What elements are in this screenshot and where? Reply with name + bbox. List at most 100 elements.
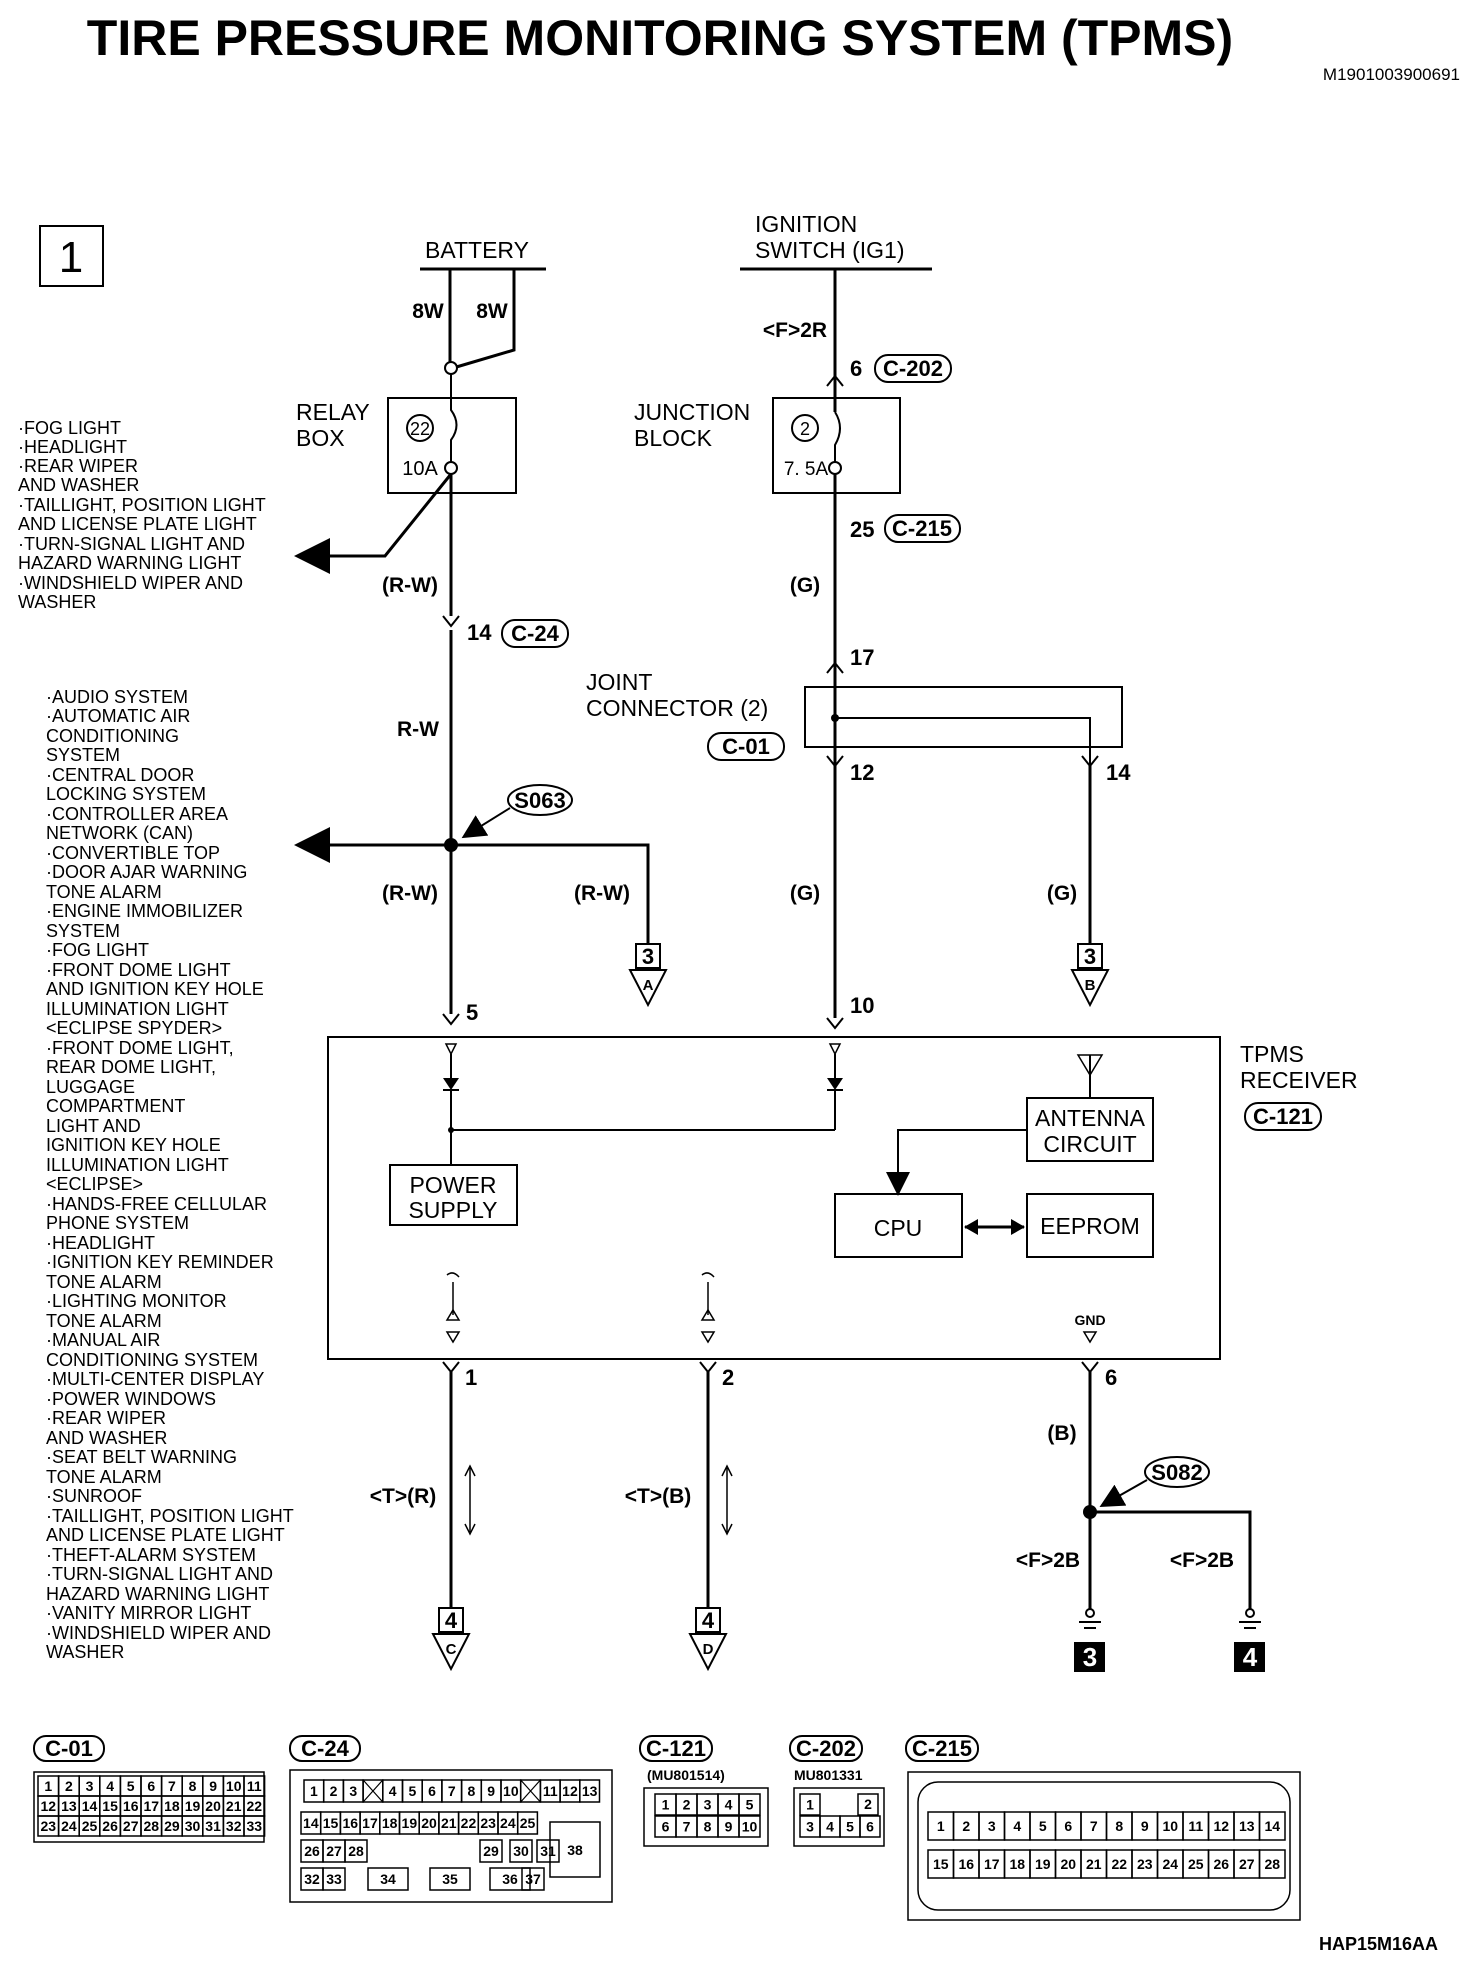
antenna-label-1: ANTENNA <box>1035 1105 1146 1131</box>
ref-a-letter: A <box>643 977 654 994</box>
svg-text:·CONTROLLER AREA: ·CONTROLLER AREA <box>46 804 228 824</box>
battery-wire-b-label: 8W <box>476 300 508 323</box>
terminal-icon <box>444 1043 458 1056</box>
wire-rw-label-2: (R-W) <box>382 882 438 905</box>
c01-pin: 27 <box>123 1818 139 1834</box>
power-supply-label-2: SUPPLY <box>408 1197 497 1223</box>
c121-pin: 1 <box>662 1797 670 1813</box>
svg-text:·HEADLIGHT: ·HEADLIGHT <box>18 437 127 457</box>
svg-text:COMPARTMENT: COMPARTMENT <box>46 1096 185 1116</box>
ref-b-box <box>1077 943 1103 969</box>
c121-pin: 3 <box>704 1797 712 1813</box>
ref-c-box <box>438 1607 464 1633</box>
c121-name: C-121 <box>646 1736 706 1761</box>
c202-name: C-202 <box>796 1736 856 1761</box>
c24-pin: 28 <box>348 1843 364 1859</box>
splice-s082: S082 <box>1151 1460 1202 1485</box>
c24-pin: 35 <box>442 1871 458 1887</box>
c01-pin: 19 <box>185 1798 201 1814</box>
c24-pin: 9 <box>487 1783 495 1799</box>
relay-box-label-1: RELAY <box>296 399 370 425</box>
c215-pin: 18 <box>1009 1856 1025 1872</box>
c24-pin: 23 <box>480 1815 496 1831</box>
fuse-terminal-icon <box>828 461 842 475</box>
ground-terminal-icon <box>1085 1608 1095 1618</box>
c202-conn: C-202 <box>883 356 943 381</box>
ignition-route: <F>2R <box>763 319 827 342</box>
c121-part: (MU801514) <box>647 1767 725 1783</box>
svg-text:·POWER WINDOWS: ·POWER WINDOWS <box>46 1389 216 1409</box>
svg-text:·THEFT-ALARM SYSTEM: ·THEFT-ALARM SYSTEM <box>46 1545 256 1565</box>
c202-pin: 6 <box>866 1819 874 1835</box>
cpu-block <box>834 1193 963 1258</box>
c202-cell <box>799 1793 821 1816</box>
c01-pin: 14 <box>82 1798 98 1814</box>
svg-text:·REAR WIPER: ·REAR WIPER <box>46 1408 166 1428</box>
c121-pin: 9 <box>725 1819 733 1835</box>
wire-rw-label-3: (R-W) <box>574 882 630 905</box>
c121-pin: 2 <box>683 1797 691 1813</box>
svg-text:·AUTOMATIC AIR: ·AUTOMATIC AIR <box>46 706 190 726</box>
c121-pin: 6 <box>662 1819 670 1835</box>
c24-pin: 34 <box>380 1871 396 1887</box>
svg-text:AND IGNITION KEY HOLE: AND IGNITION KEY HOLE <box>46 979 264 999</box>
connector-pin-icon <box>826 374 844 387</box>
c24-pin: 15 <box>323 1815 339 1831</box>
c24-pin: 21 <box>441 1815 457 1831</box>
c24-pin: 17 <box>362 1815 378 1831</box>
c215-pin: 16 <box>958 1856 974 1872</box>
ground-3-number: 3 <box>1083 1642 1097 1672</box>
c01-pin: 10 <box>226 1778 242 1794</box>
tpms-receiver <box>327 1036 1221 1360</box>
svg-text:AND WASHER: AND WASHER <box>18 475 139 495</box>
svg-text:<ECLIPSE>: <ECLIPSE> <box>46 1174 143 1194</box>
svg-text:TONE ALARM: TONE ALARM <box>46 1467 162 1487</box>
c215-pin: 11 <box>1188 1818 1203 1834</box>
svg-text:<ECLIPSE SPYDER>: <ECLIPSE SPYDER> <box>46 1018 222 1038</box>
c24-pin: 16 <box>342 1815 358 1831</box>
ref-b-arrow-icon <box>1070 969 1110 1008</box>
svg-text:·SUNROOF: ·SUNROOF <box>46 1486 142 1506</box>
c215-pin: 23 <box>1137 1856 1153 1872</box>
c24-pin: 32 <box>304 1871 320 1887</box>
svg-text:AND WASHER: AND WASHER <box>46 1428 167 1448</box>
receiver-pin-power: 5 <box>466 1000 478 1025</box>
connector-pin-icon <box>442 615 460 628</box>
c01-pin: 22 <box>247 1798 263 1814</box>
s063-branch-right <box>451 843 650 944</box>
tilde-icon <box>701 1272 715 1278</box>
c01-pin: 21 <box>226 1798 242 1814</box>
c202-pin: 5 <box>846 1819 854 1835</box>
c215-pin: 8 <box>1115 1818 1123 1834</box>
ref-d-number: 4 <box>702 1608 715 1633</box>
fuse-terminal-icon <box>444 461 458 475</box>
eeprom-label: EEPROM <box>1040 1213 1140 1239</box>
svg-text:TONE ALARM: TONE ALARM <box>46 1311 162 1331</box>
c24-conn: C-24 <box>511 621 559 646</box>
figure-code: HAP15M16AA <box>1319 1934 1438 1954</box>
svg-text:HAZARD WARNING LIGHT: HAZARD WARNING LIGHT <box>18 553 241 573</box>
diode-icon <box>443 1078 459 1090</box>
c01-pin: 15 <box>102 1798 118 1814</box>
receiver-label-1: TPMS <box>1240 1041 1304 1067</box>
c121-pin: 7 <box>683 1819 691 1835</box>
page-marker: 1 <box>59 233 83 282</box>
c202-pin: 2 <box>864 1796 872 1812</box>
battery-wire-b <box>452 269 516 370</box>
page-marker-box <box>39 225 104 287</box>
c202-badge <box>789 1735 863 1762</box>
fuse-number-circle <box>406 414 434 442</box>
c01-pin: 33 <box>247 1818 263 1834</box>
svg-text:·WINDSHIELD WIPER AND: ·WINDSHIELD WIPER AND <box>46 1623 271 1643</box>
ref-b-number: 3 <box>1084 944 1096 969</box>
joint-connector <box>804 686 1123 748</box>
wire-f2b-label-1: <F>2B <box>1016 1549 1080 1572</box>
c121-conn-badge <box>1244 1102 1322 1131</box>
svg-text:LUGGAGE: LUGGAGE <box>46 1077 135 1097</box>
ignition-label-2: SWITCH (IG1) <box>755 237 905 263</box>
svg-text:·LIGHTING MONITOR: ·LIGHTING MONITOR <box>46 1291 227 1311</box>
c24-pin: 11 <box>543 1783 558 1799</box>
svg-text:·SEAT BELT WARNING: ·SEAT BELT WARNING <box>46 1447 237 1467</box>
wire-b-label: (B) <box>1047 1422 1076 1445</box>
c202-pin: 3 <box>806 1819 814 1835</box>
